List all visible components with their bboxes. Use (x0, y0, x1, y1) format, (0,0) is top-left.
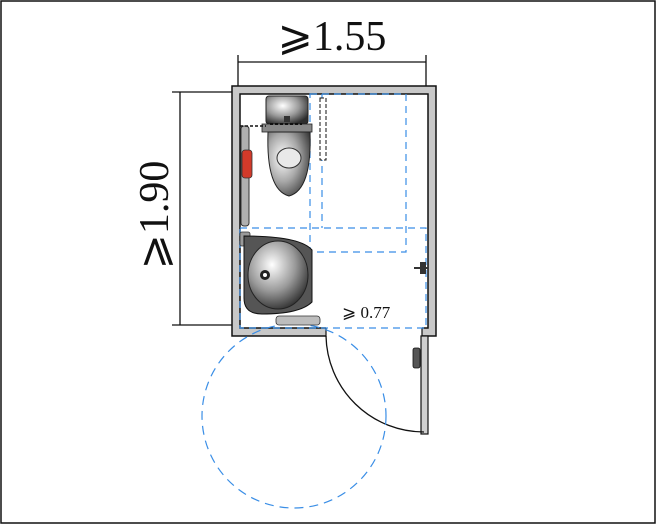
height-label: ⩾1.90 (132, 161, 178, 270)
height-dimension (172, 91, 232, 326)
toilet-icon (261, 95, 313, 197)
wall-fixture (414, 262, 428, 274)
width-label: ⩾1.55 (278, 14, 387, 60)
door-swing-icon (325, 335, 429, 435)
turning-circle-icon (201, 323, 387, 509)
room-walls (231, 85, 437, 337)
door-opening (326, 327, 422, 338)
clearance-zones (239, 93, 427, 329)
door-width-label: ⩾ 0.77 (342, 303, 391, 322)
washbasin-icon (243, 235, 321, 326)
width-dimension (237, 55, 427, 88)
grab-bar-icon (319, 97, 327, 161)
